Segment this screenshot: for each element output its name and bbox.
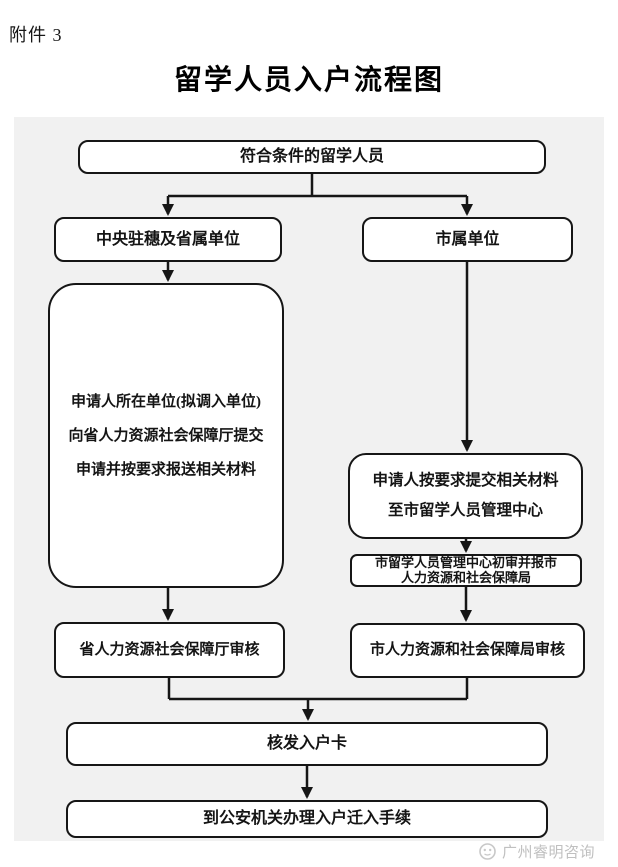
node-issue-household-card: 核发入户卡 — [66, 722, 548, 766]
node-label-line: 申请人所在单位(拟调入单位) — [71, 393, 261, 410]
node-label: 中央驻穗及省属单位 — [95, 230, 240, 248]
page-title: 留学人员入户流程图 — [173, 65, 444, 96]
flow-connectors — [162, 174, 473, 799]
node-municipal-unit: 市属单位 — [362, 217, 573, 262]
watermark-logo-icon — [479, 842, 496, 860]
node-provincial-submission: 申请人所在单位(拟调入单位) 向省人力资源社会保障厅提交 申请并按要求报送相关材… — [48, 283, 284, 588]
node-municipal-review: 市人力资源和社会保障局审核 — [350, 623, 585, 678]
node-label: 市属单位 — [435, 230, 500, 248]
watermark-text: 广州睿明咨询 — [502, 844, 596, 861]
node-label-line: 申请人按要求提交相关材料 — [372, 472, 559, 489]
node-label: 符合条件的留学人员 — [239, 148, 384, 165]
node-label-line: 申请并按要求报送相关材料 — [75, 461, 256, 478]
node-municipal-submission: 申请人按要求提交相关材料 至市留学人员管理中心 — [348, 453, 583, 539]
node-label: 省人力资源社会保障厅审核 — [79, 641, 260, 658]
node-eligible-applicants: 符合条件的留学人员 — [78, 140, 546, 174]
node-municipal-center-review: 市留学人员管理中心初审并报市 人力资源和社会保障局 — [350, 554, 582, 587]
node-label-line: 人力资源和社会保障局 — [400, 569, 531, 585]
node-provincial-review: 省人力资源社会保障厅审核 — [54, 622, 285, 678]
node-central-provincial-unit: 中央驻穗及省属单位 — [54, 217, 282, 262]
watermark: 广州睿明咨询 — [478, 839, 595, 863]
node-label-line: 至市留学人员管理中心 — [387, 502, 543, 519]
node-label-line: 向省人力资源社会保障厅提交 — [68, 427, 264, 444]
attachment-label: 附件 3 — [9, 25, 63, 45]
node-police-registration: 到公安机关办理入户迁入手续 — [66, 800, 548, 838]
node-label: 市人力资源和社会保障局审核 — [369, 642, 565, 659]
node-label: 核发入户卡 — [266, 735, 347, 752]
node-label: 到公安机关办理入户迁入手续 — [202, 810, 411, 827]
node-label-line: 市留学人员管理中心初审并报市 — [374, 555, 557, 570]
flowchart-panel: 符合条件的留学人员 中央驻穗及省属单位 市属单位 申请人所在单位(拟调入单位) … — [14, 117, 604, 841]
